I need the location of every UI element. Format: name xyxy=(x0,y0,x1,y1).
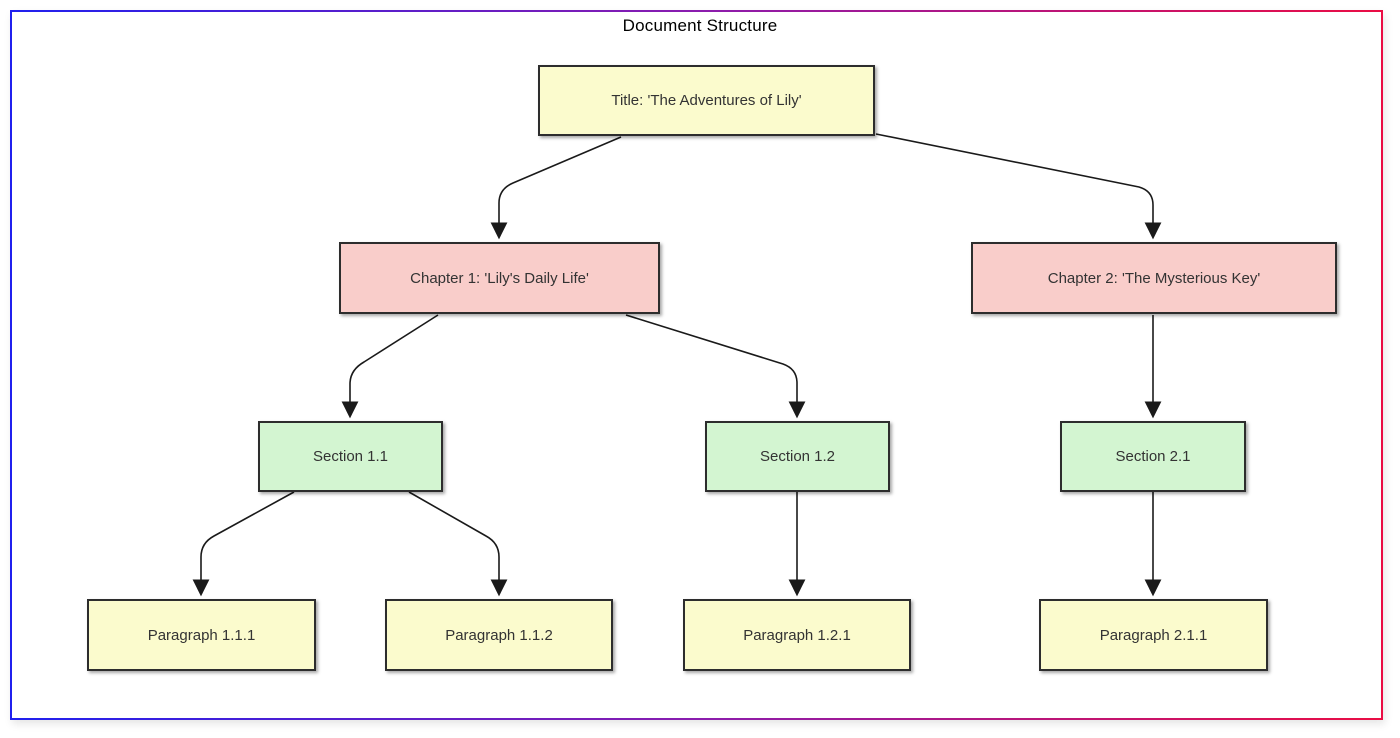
node-document-title: Title: 'The Adventures of Lily' xyxy=(538,65,875,136)
node-section-1-1: Section 1.1 xyxy=(258,421,443,492)
node-paragraph-1-1-2: Paragraph 1.1.2 xyxy=(385,599,613,671)
node-chapter-2: Chapter 2: 'The Mysterious Key' xyxy=(971,242,1337,314)
node-paragraph-1-1-1: Paragraph 1.1.1 xyxy=(87,599,316,671)
node-chapter-1: Chapter 1: 'Lily's Daily Life' xyxy=(339,242,660,314)
node-section-1-2: Section 1.2 xyxy=(705,421,890,492)
diagram-title: Document Structure xyxy=(622,16,778,35)
node-paragraph-1-2-1: Paragraph 1.2.1 xyxy=(683,599,911,671)
node-paragraph-2-1-1: Paragraph 2.1.1 xyxy=(1039,599,1268,671)
node-section-2-1: Section 2.1 xyxy=(1060,421,1246,492)
